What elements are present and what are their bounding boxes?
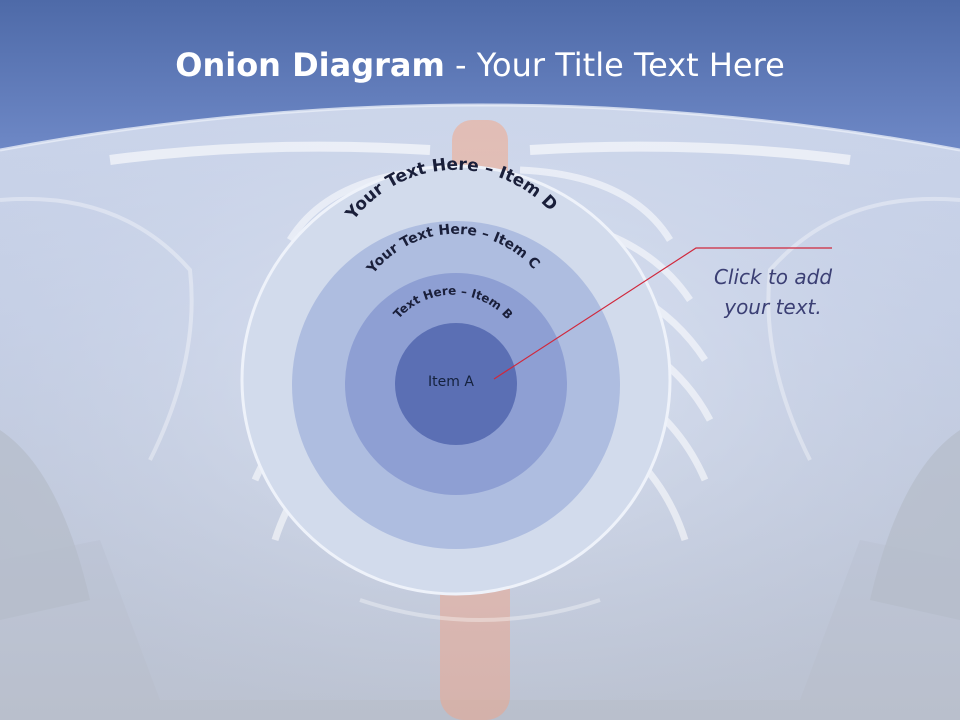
onion-core-a[interactable]	[395, 323, 517, 445]
callout-text[interactable]: Click to add your text.	[690, 262, 856, 322]
title-bold: Onion Diagram	[175, 46, 445, 84]
callout-connector-line	[493, 247, 832, 380]
title-rest: - Your Title Text Here	[444, 46, 785, 84]
callout-line-2: your text.	[724, 295, 822, 319]
callout-line-1: Click to add	[713, 265, 833, 289]
onion-label-a: Item A	[428, 374, 474, 390]
header-band	[0, 0, 960, 152]
page-title: Onion Diagram - Your Title Text Here	[0, 46, 960, 84]
